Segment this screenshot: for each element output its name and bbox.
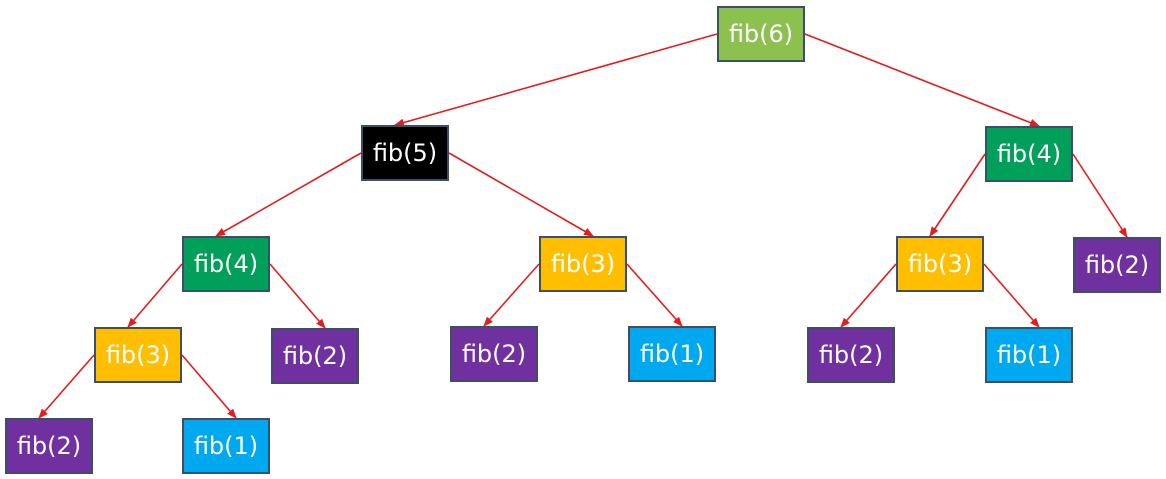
node-fib3-left: fib(3) [94, 327, 182, 383]
edge-n6-to-n5 [394, 33, 718, 127]
edge-n4l-to-n3l [127, 263, 183, 328]
node-fib2-far-right: fib(2) [1073, 237, 1161, 293]
node-fib1-right: fib(1) [985, 327, 1073, 383]
node-fib1-bottom-left: fib(1) [182, 418, 270, 474]
node-fib6: fib(6) [717, 6, 805, 62]
edge-n3r-to-n1r [983, 263, 1040, 328]
edge-n3l-to-n1l [181, 354, 237, 419]
node-fib2-middle: fib(2) [450, 326, 538, 382]
node-fib3-right: fib(3) [896, 236, 984, 292]
node-fib4-right: fib(4) [985, 126, 1073, 182]
node-fib2-left: fib(2) [271, 328, 359, 384]
edge-n4r-to-n3r [929, 153, 986, 237]
node-fib4-left: fib(4) [182, 236, 270, 292]
edge-n5-to-n3m [448, 152, 594, 237]
edge-n5-to-n4l [215, 152, 362, 237]
edge-n3r-to-n2r [840, 263, 897, 328]
node-fib2-bottom-left: fib(2) [5, 418, 93, 474]
node-fib5: fib(5) [361, 125, 449, 181]
edge-n3m-to-n1m [626, 263, 683, 327]
edge-n4l-to-n2l [269, 263, 326, 329]
node-fib3-middle: fib(3) [539, 236, 627, 292]
node-fib1-middle: fib(1) [628, 326, 716, 382]
edge-n3m-to-n2m [483, 263, 540, 327]
edge-n4r-to-n2rr [1072, 153, 1128, 238]
edge-n3l-to-n2ll [38, 354, 95, 419]
node-fib2-right: fib(2) [807, 327, 895, 383]
edge-n6-to-n4r [804, 33, 1040, 127]
